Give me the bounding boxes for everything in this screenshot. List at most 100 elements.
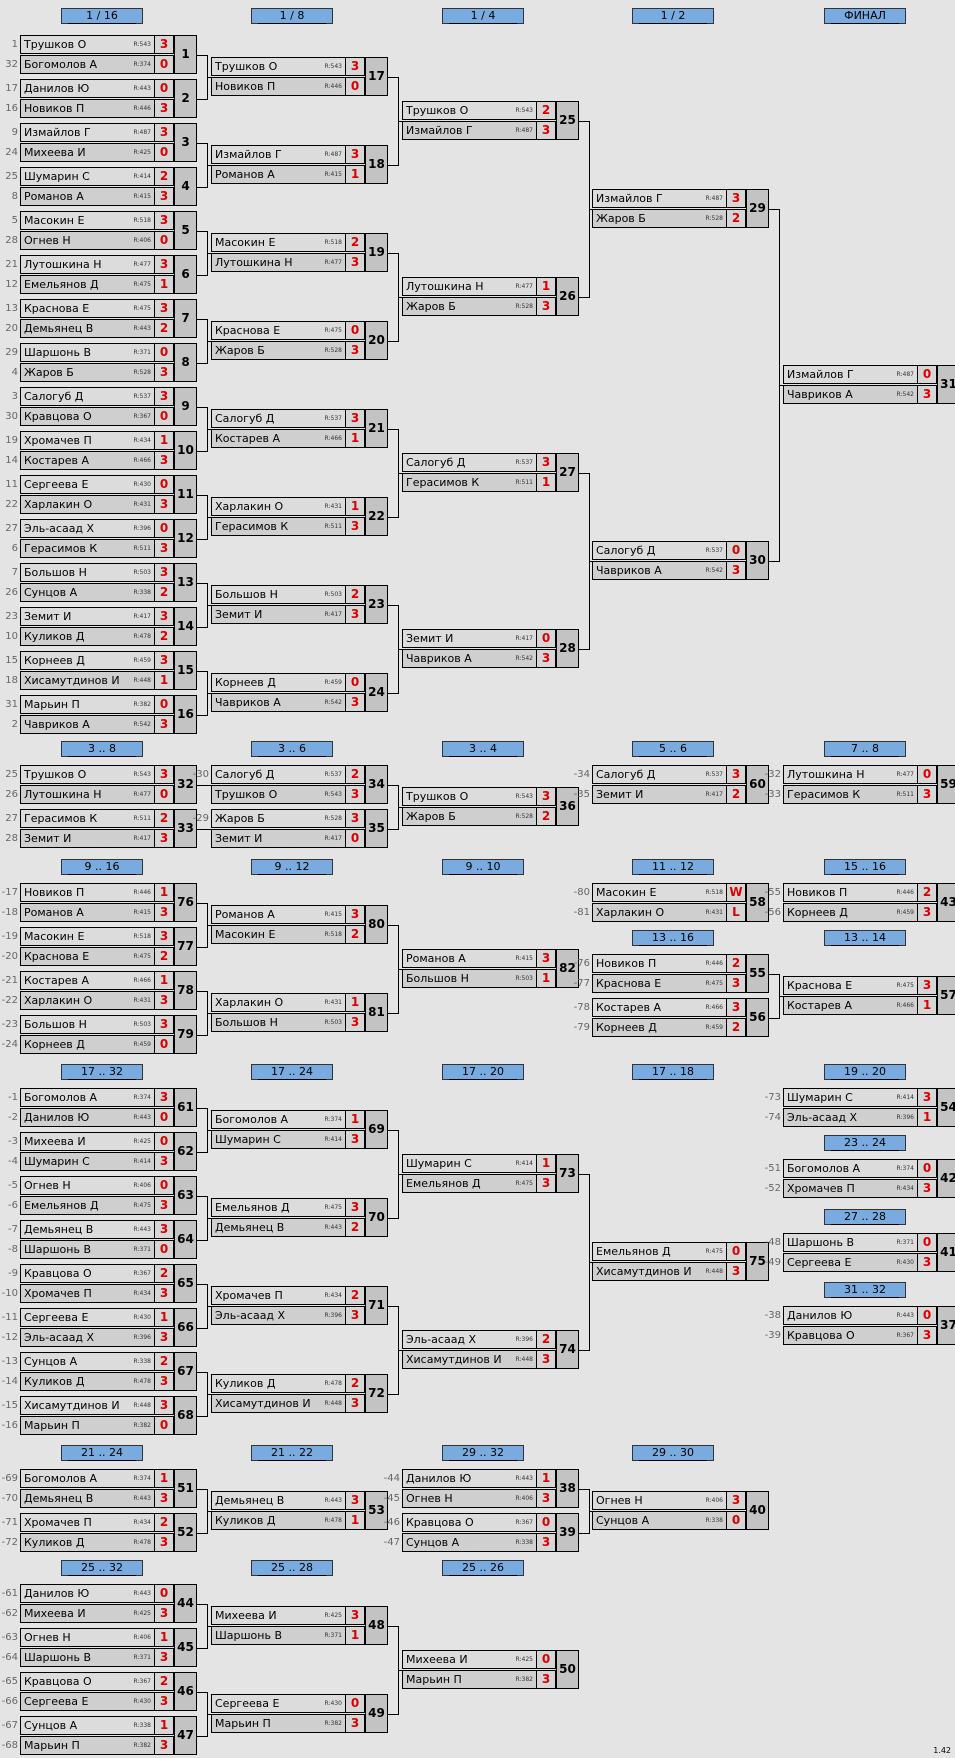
player-row[interactable]: Хисамутдинов ИR:448 [20, 1396, 155, 1415]
player-row[interactable]: Жаров БR:528 [211, 341, 346, 360]
player-row[interactable]: Куликов ДR:478 [20, 627, 155, 646]
player-row[interactable]: Костарев АR:466 [20, 971, 155, 990]
player-row[interactable]: Масокин ЕR:518 [211, 925, 346, 944]
player-row[interactable]: Хромачев ПR:434 [783, 1179, 918, 1198]
player-row[interactable]: Лутошкина НR:477 [20, 255, 155, 274]
player-row[interactable]: Хисамутдинов ИR:448 [211, 1394, 346, 1413]
player-row[interactable]: Шумарин СR:414 [20, 1152, 155, 1171]
player-row[interactable]: Емельянов ДR:475 [211, 1198, 346, 1217]
player-row[interactable]: Чавриков АR:542 [211, 693, 346, 712]
player-row[interactable]: Корнеев ДR:459 [20, 651, 155, 670]
player-row[interactable]: Корнеев ДR:459 [20, 1035, 155, 1054]
player-row[interactable]: Огнев НR:406 [20, 1176, 155, 1195]
player-row[interactable]: Салогуб ДR:537 [211, 409, 346, 428]
player-row[interactable]: Михеева ИR:425 [211, 1606, 346, 1625]
player-row[interactable]: Масокин ЕR:518 [211, 233, 346, 252]
player-row[interactable]: Жаров БR:528 [402, 297, 537, 316]
player-row[interactable]: Большов НR:503 [402, 969, 537, 988]
player-row[interactable]: Салогуб ДR:537 [211, 765, 346, 784]
player-row[interactable]: Чавриков АR:542 [783, 385, 918, 404]
player-row[interactable]: Герасимов КR:511 [783, 785, 918, 804]
player-row[interactable]: Харлакин ОR:431 [20, 495, 155, 514]
player-row[interactable]: Герасимов КR:511 [402, 473, 537, 492]
player-row[interactable]: Данилов ЮR:443 [20, 1584, 155, 1603]
player-row[interactable]: Марьин ПR:382 [20, 1736, 155, 1755]
player-row[interactable]: Новиков ПR:446 [783, 883, 918, 902]
player-row[interactable]: Шаршонь ВR:371 [211, 1626, 346, 1645]
player-row[interactable]: Большов НR:503 [20, 563, 155, 582]
player-row[interactable]: Жаров БR:528 [592, 209, 727, 228]
player-row[interactable]: Хисамутдинов ИR:448 [20, 671, 155, 690]
player-row[interactable]: Краснова ЕR:475 [783, 976, 918, 995]
player-row[interactable]: Куликов ДR:478 [211, 1511, 346, 1530]
player-row[interactable]: Марьин ПR:382 [20, 695, 155, 714]
player-row[interactable]: Демьянец ВR:443 [20, 1489, 155, 1508]
player-row[interactable]: Эль-асаад ХR:396 [783, 1108, 918, 1127]
player-row[interactable]: Измайлов ГR:487 [783, 365, 918, 384]
player-row[interactable]: Герасимов КR:511 [20, 539, 155, 558]
player-row[interactable]: Богомолов АR:374 [20, 55, 155, 74]
player-row[interactable]: Сергеева ЕR:430 [211, 1694, 346, 1713]
player-row[interactable]: Масокин ЕR:518 [592, 883, 727, 902]
player-row[interactable]: Герасимов КR:511 [20, 809, 155, 828]
player-row[interactable]: Куликов ДR:478 [20, 1372, 155, 1391]
player-row[interactable]: Данилов ЮR:443 [402, 1469, 537, 1488]
player-row[interactable]: Новиков ПR:446 [211, 77, 346, 96]
player-row[interactable]: Демьянец ВR:443 [20, 1220, 155, 1239]
player-row[interactable]: Богомолов АR:374 [20, 1469, 155, 1488]
player-row[interactable]: Сергеева ЕR:430 [20, 1308, 155, 1327]
player-row[interactable]: Огнев НR:406 [20, 1628, 155, 1647]
player-row[interactable]: Марьин ПR:382 [402, 1670, 537, 1689]
player-row[interactable]: Масокин ЕR:518 [20, 211, 155, 230]
player-row[interactable]: Сергеева ЕR:430 [20, 1692, 155, 1711]
player-row[interactable]: Сунцов АR:338 [592, 1511, 727, 1530]
player-row[interactable]: Сунцов АR:338 [20, 1352, 155, 1371]
player-row[interactable]: Эль-асаад ХR:396 [20, 1328, 155, 1347]
player-row[interactable]: Михеева ИR:425 [402, 1650, 537, 1669]
player-row[interactable]: Краснова ЕR:475 [211, 321, 346, 340]
player-row[interactable]: Кравцова ОR:367 [20, 407, 155, 426]
player-row[interactable]: Новиков ПR:446 [20, 99, 155, 118]
player-row[interactable]: Земит ИR:417 [211, 605, 346, 624]
player-row[interactable]: Харлакин ОR:431 [211, 497, 346, 516]
player-row[interactable]: Романов АR:415 [402, 949, 537, 968]
player-row[interactable]: Земит ИR:417 [211, 829, 346, 848]
player-row[interactable]: Жаров БR:528 [402, 807, 537, 826]
player-row[interactable]: Шаршонь ВR:371 [20, 1240, 155, 1259]
player-row[interactable]: Шумарин СR:414 [211, 1130, 346, 1149]
player-row[interactable]: Хисамутдинов ИR:448 [592, 1262, 727, 1281]
player-row[interactable]: Сунцов АR:338 [402, 1533, 537, 1552]
player-row[interactable]: Большов НR:503 [20, 1015, 155, 1034]
player-row[interactable]: Романов АR:415 [211, 905, 346, 924]
player-row[interactable]: Новиков ПR:446 [20, 883, 155, 902]
player-row[interactable]: Чавриков АR:542 [592, 561, 727, 580]
player-row[interactable]: Данилов ЮR:443 [20, 79, 155, 98]
player-row[interactable]: Салогуб ДR:537 [592, 765, 727, 784]
player-row[interactable]: Хромачев ПR:434 [20, 431, 155, 450]
player-row[interactable]: Богомолов АR:374 [211, 1110, 346, 1129]
player-row[interactable]: Сунцов АR:338 [20, 1716, 155, 1735]
player-row[interactable]: Земит ИR:417 [20, 607, 155, 626]
player-row[interactable]: Куликов ДR:478 [20, 1533, 155, 1552]
player-row[interactable]: Салогуб ДR:537 [592, 541, 727, 560]
player-row[interactable]: Краснова ЕR:475 [592, 974, 727, 993]
player-row[interactable]: Огнев НR:406 [20, 231, 155, 250]
player-row[interactable]: Лутошкина НR:477 [20, 785, 155, 804]
player-row[interactable]: Лутошкина НR:477 [402, 277, 537, 296]
player-row[interactable]: Демьянец ВR:443 [211, 1491, 346, 1510]
player-row[interactable]: Трушков ОR:543 [211, 57, 346, 76]
player-row[interactable]: Михеева ИR:425 [20, 1132, 155, 1151]
player-row[interactable]: Трушков ОR:543 [402, 787, 537, 806]
player-row[interactable]: Эль-асаад ХR:396 [20, 519, 155, 538]
player-row[interactable]: Чавриков АR:542 [402, 649, 537, 668]
player-row[interactable]: Романов АR:415 [20, 903, 155, 922]
player-row[interactable]: Хромачев ПR:434 [20, 1513, 155, 1532]
player-row[interactable]: Хисамутдинов ИR:448 [402, 1350, 537, 1369]
player-row[interactable]: Трушков ОR:543 [211, 785, 346, 804]
player-row[interactable]: Михеева ИR:425 [20, 143, 155, 162]
player-row[interactable]: Костарев АR:466 [211, 429, 346, 448]
player-row[interactable]: Костарев АR:466 [20, 451, 155, 470]
player-row[interactable]: Измайлов ГR:487 [592, 189, 727, 208]
player-row[interactable]: Жаров БR:528 [211, 809, 346, 828]
player-row[interactable]: Земит ИR:417 [592, 785, 727, 804]
